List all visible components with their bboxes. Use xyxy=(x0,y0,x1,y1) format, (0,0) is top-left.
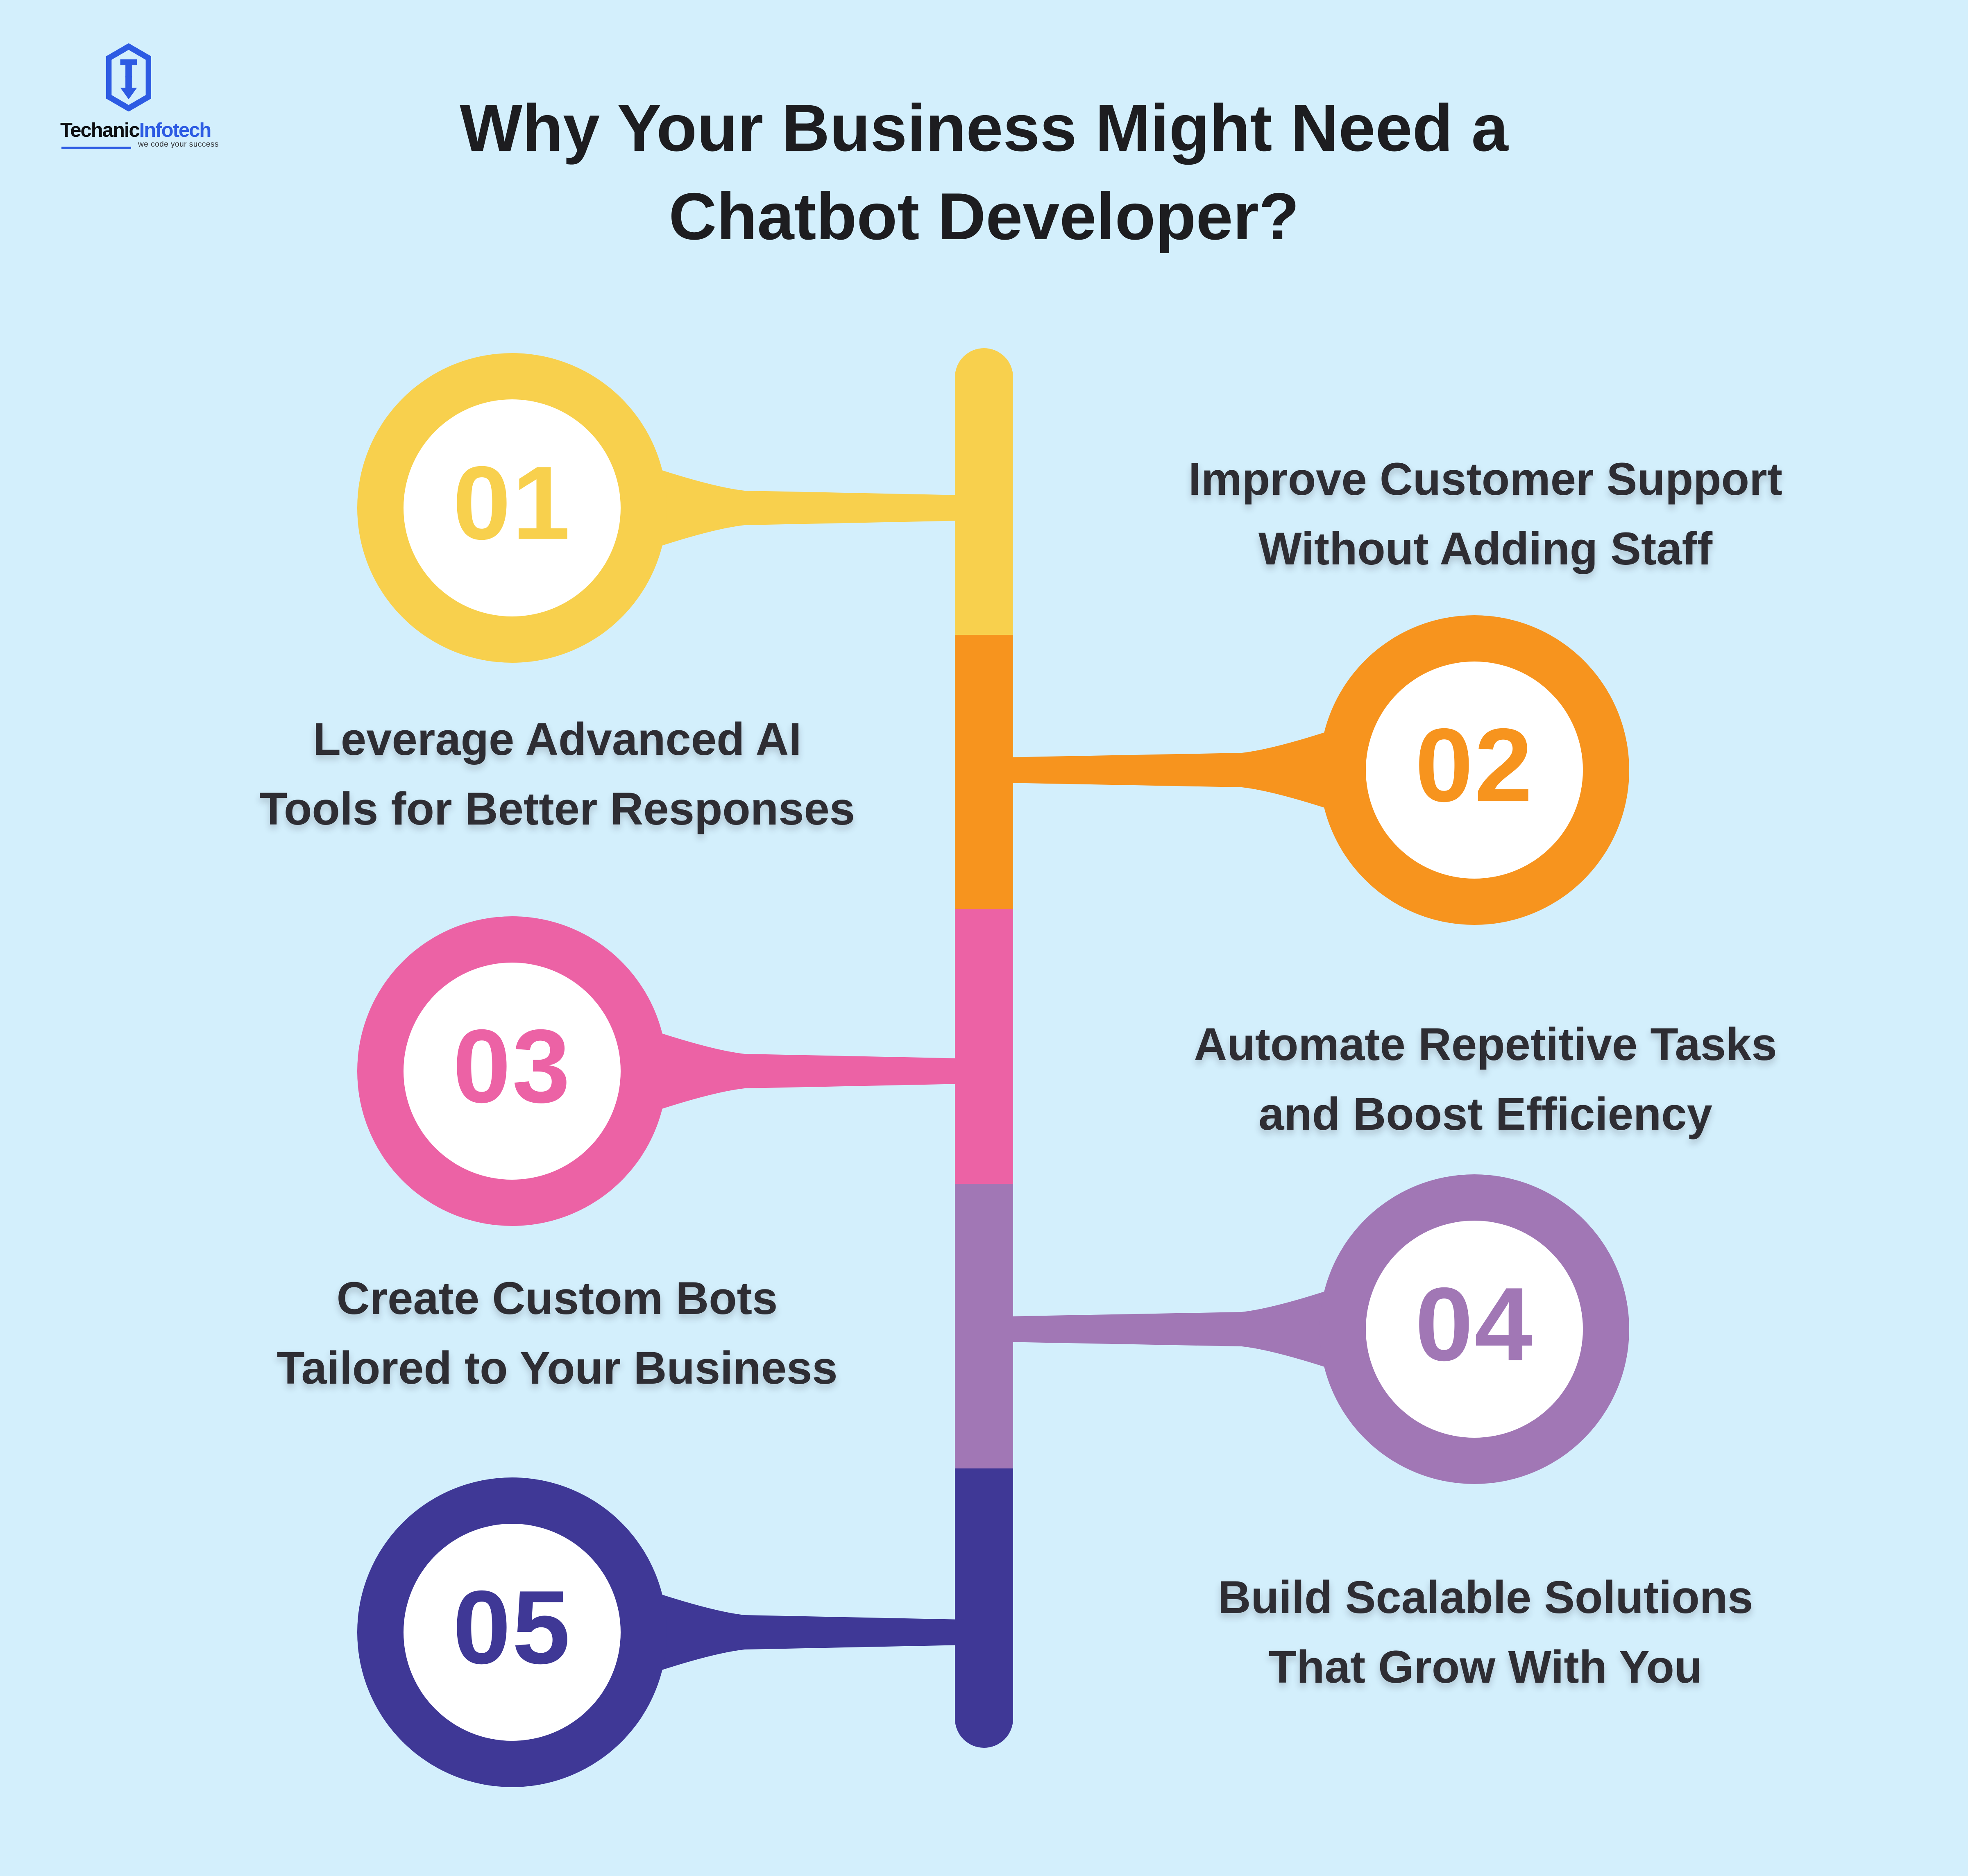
logo-tagline: we code your success xyxy=(138,140,219,149)
timeline-step-number: 02 xyxy=(1415,707,1534,824)
step-connector xyxy=(630,460,965,556)
step-circle-inner xyxy=(404,399,621,616)
timeline-step-label: Automate Repetitive Tasks and Boost Effic… xyxy=(1035,993,1936,1165)
techanic-logo-icon xyxy=(106,43,151,111)
timeline-step-number: 04 xyxy=(1415,1266,1534,1383)
timeline-step-label-line: Tools for Better Responses xyxy=(259,783,855,834)
logo-name-infotech: Infotech xyxy=(139,119,212,141)
brand-logo: TechanicInfotech we code your success xyxy=(60,43,236,154)
timeline-step-number: 05 xyxy=(453,1569,571,1686)
step-circle-inner xyxy=(1366,1221,1583,1438)
timeline-step-label-line: and Boost Efficiency xyxy=(1258,1088,1712,1140)
timeline-step-label-line: Leverage Advanced AI xyxy=(313,714,802,765)
step-circle-inner xyxy=(404,1524,621,1741)
step-connector xyxy=(630,1584,965,1681)
step-connector xyxy=(630,1023,965,1119)
page-title: Why Your Business Might Need a Chatbot D… xyxy=(0,84,1968,261)
step-circle-inner xyxy=(404,963,621,1180)
step-connector xyxy=(1003,1281,1356,1378)
timeline-step-number: 01 xyxy=(453,444,571,562)
timeline-bar-segment xyxy=(955,1468,1013,1748)
step-connector xyxy=(1003,722,1356,818)
logo-underline xyxy=(61,147,131,149)
timeline-step-label-line: Create Custom Bots xyxy=(336,1273,778,1324)
page-title-line2: Chatbot Developer? xyxy=(669,179,1299,254)
timeline-bar-segment xyxy=(955,909,1013,1184)
timeline-step-label-line: Automate Repetitive Tasks xyxy=(1194,1019,1777,1070)
timeline-step-label: Leverage Advanced AI Tools for Better Res… xyxy=(107,688,1008,860)
timeline-step-label-line: Tailored to Your Business xyxy=(277,1342,838,1393)
timeline-bar-segment xyxy=(955,348,1013,635)
page-title-line1: Why Your Business Might Need a xyxy=(460,91,1508,165)
logo-name-techanic: Techanic xyxy=(60,119,140,141)
timeline-step-label-line: Build Scalable Solutions xyxy=(1218,1572,1753,1623)
timeline-step-label-line: Without Adding Staff xyxy=(1258,523,1713,574)
timeline-step-number: 03 xyxy=(453,1008,571,1125)
step-circle-inner xyxy=(1366,662,1583,879)
timeline-step-label-line: Improve Customer Support xyxy=(1188,453,1782,505)
logo-brand-name: TechanicInfotech xyxy=(60,119,211,142)
timeline-step-label-line: That Grow With You xyxy=(1268,1641,1703,1692)
